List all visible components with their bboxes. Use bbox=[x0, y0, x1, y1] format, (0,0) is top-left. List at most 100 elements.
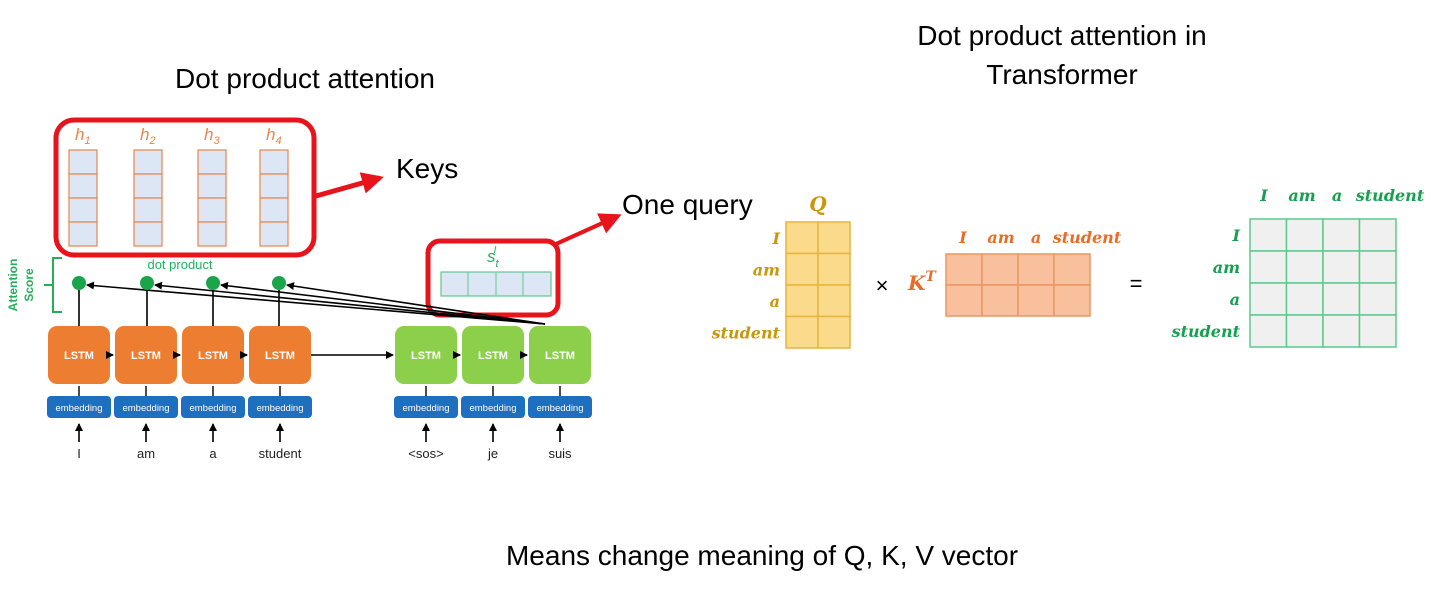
attention-score-label-2: Score bbox=[22, 268, 36, 302]
score-cell bbox=[1285, 282, 1324, 316]
kt-col-label: student bbox=[1052, 228, 1122, 247]
score-col-label: a bbox=[1332, 186, 1342, 205]
dot-product-label: dot product bbox=[147, 257, 212, 272]
lstm-box bbox=[182, 326, 244, 384]
embedding-box bbox=[461, 396, 525, 418]
input-word: <sos> bbox=[408, 446, 443, 461]
times-sign: × bbox=[876, 273, 889, 298]
attention-dot bbox=[206, 276, 220, 290]
score-col-label: I bbox=[1259, 186, 1268, 205]
hidden-cell bbox=[133, 197, 163, 223]
score-cell bbox=[1358, 314, 1397, 348]
input-word: a bbox=[209, 446, 217, 461]
embedding-label: embedding bbox=[256, 403, 303, 414]
hidden-cell bbox=[197, 221, 227, 247]
kt-cell bbox=[1017, 253, 1055, 286]
score-col-label: student bbox=[1355, 186, 1425, 205]
lstm-box bbox=[529, 326, 591, 384]
score-row-label: am bbox=[1213, 258, 1240, 277]
score-cell bbox=[1322, 250, 1361, 284]
attention-line bbox=[220, 281, 546, 325]
hidden-state-1: h1 bbox=[68, 125, 98, 247]
lstm-box bbox=[48, 326, 110, 384]
embedding-box bbox=[528, 396, 592, 418]
hidden-cell bbox=[259, 221, 289, 247]
hidden-state-2: h2 bbox=[133, 125, 163, 247]
hidden-cell bbox=[197, 173, 227, 199]
input-word: I bbox=[77, 446, 81, 461]
embedding-label: embedding bbox=[189, 403, 236, 414]
score-cell bbox=[1358, 218, 1397, 252]
kt-cell bbox=[981, 253, 1019, 286]
q-cell bbox=[817, 315, 851, 349]
attention-line bbox=[86, 281, 546, 325]
score-cell bbox=[1285, 250, 1324, 284]
kt-cell bbox=[1053, 284, 1091, 317]
kt-col-label: a bbox=[1031, 228, 1041, 247]
hidden-cell bbox=[259, 197, 289, 223]
q-row-label: student bbox=[711, 324, 781, 343]
q-cell bbox=[817, 284, 851, 318]
lstm-label: LSTM bbox=[64, 350, 94, 362]
hidden-cell bbox=[259, 173, 289, 199]
score-col-label: am bbox=[1288, 186, 1315, 205]
attention-dots bbox=[72, 276, 286, 326]
hidden-cell bbox=[68, 221, 98, 247]
attention-line bbox=[154, 281, 546, 325]
score-cell bbox=[1322, 282, 1361, 316]
embedding-box bbox=[181, 396, 245, 418]
attention-score-label-1: Attention bbox=[6, 259, 20, 312]
score-cell bbox=[1249, 282, 1288, 316]
right-title-line-1: Dot product attention in bbox=[917, 20, 1207, 51]
seq2seq-chain: LSTMembeddingILSTMembeddingamLSTMembeddi… bbox=[47, 326, 592, 461]
embedding-box bbox=[114, 396, 178, 418]
hidden-cell bbox=[68, 173, 98, 199]
kt-col-label: I bbox=[958, 228, 967, 247]
score-cell bbox=[1358, 250, 1397, 284]
attention-dot bbox=[72, 276, 86, 290]
q-row-label: I bbox=[772, 229, 781, 248]
embedding-label: embedding bbox=[122, 403, 169, 414]
left-title: Dot product attention bbox=[175, 63, 435, 94]
q-cell bbox=[785, 284, 819, 318]
bottom-caption: Means change meaning of Q, K, V vector bbox=[506, 540, 1018, 571]
lstm-box bbox=[395, 326, 457, 384]
input-word: suis bbox=[548, 446, 572, 461]
equals-sign: = bbox=[1130, 271, 1143, 296]
input-word: am bbox=[137, 446, 155, 461]
lstm-box bbox=[462, 326, 524, 384]
embedding-label: embedding bbox=[469, 403, 516, 414]
q-row-label: am bbox=[753, 261, 780, 280]
hidden-cell bbox=[133, 149, 163, 175]
lstm-box bbox=[115, 326, 177, 384]
input-word: je bbox=[487, 446, 498, 461]
hidden-state-label: h4 bbox=[266, 125, 282, 147]
hidden-cell bbox=[259, 149, 289, 175]
hidden-state-3: h3 bbox=[197, 125, 227, 247]
attention-dot bbox=[140, 276, 154, 290]
kt-label: KT bbox=[907, 269, 937, 295]
lstm-label: LSTM bbox=[478, 350, 508, 362]
attention-line bbox=[286, 282, 546, 325]
q-cell bbox=[817, 221, 851, 255]
hidden-states-group: h1 h2 h3 h4 bbox=[68, 125, 289, 247]
decoder-cell: LSTM embedding suis bbox=[528, 326, 592, 461]
hidden-state-label: h1 bbox=[75, 125, 91, 147]
lstm-label: LSTM bbox=[265, 350, 295, 362]
keys-arrow bbox=[315, 172, 384, 199]
score-cell bbox=[1249, 218, 1288, 252]
score-row-label: student bbox=[1171, 322, 1241, 341]
q-cell bbox=[817, 252, 851, 286]
hidden-cell bbox=[68, 197, 98, 223]
embedding-label: embedding bbox=[536, 403, 583, 414]
hidden-state-4: h4 bbox=[259, 125, 289, 247]
one-query-label: One query bbox=[622, 189, 753, 220]
lstm-label: LSTM bbox=[545, 350, 575, 362]
lstm-label: LSTM bbox=[411, 350, 441, 362]
